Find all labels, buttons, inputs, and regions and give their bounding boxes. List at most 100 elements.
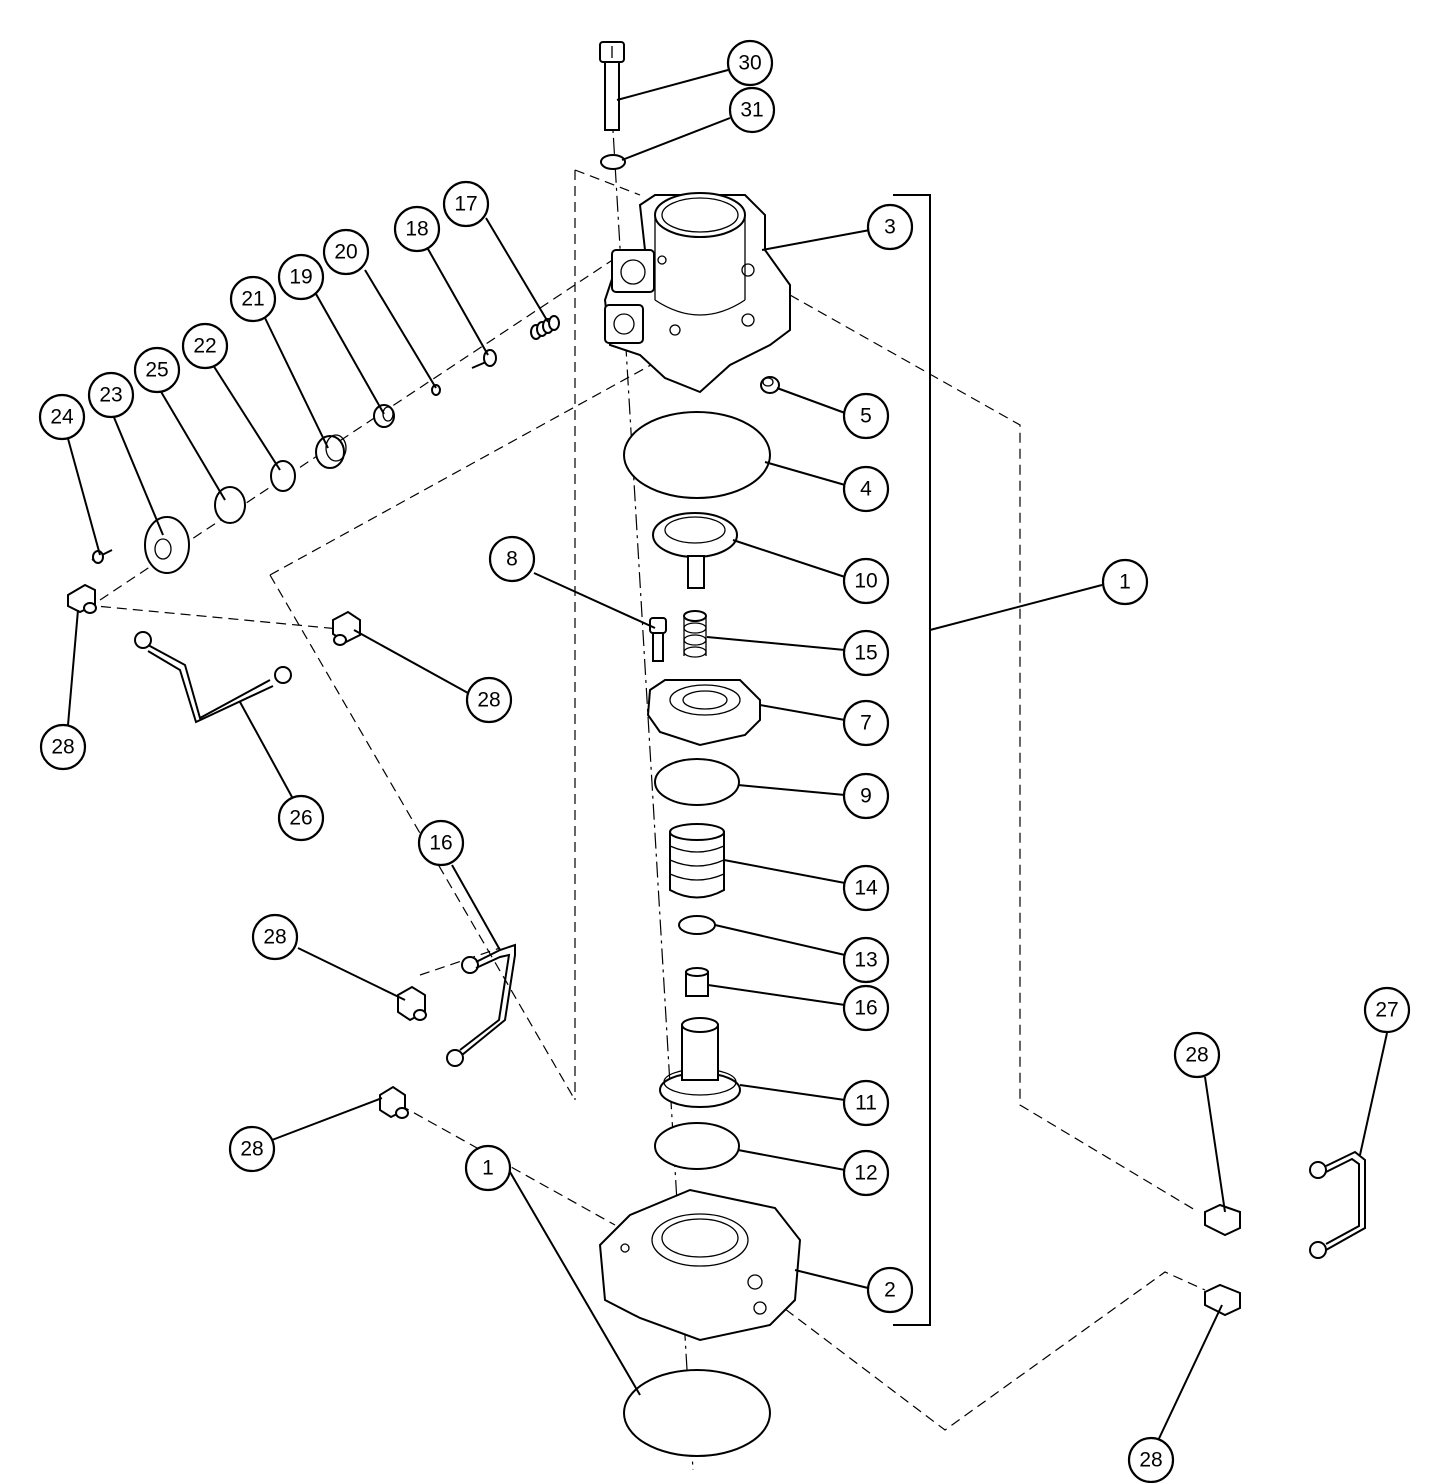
leader-lines bbox=[66, 69, 1388, 1448]
callout-28-d: 28 bbox=[1173, 1031, 1221, 1079]
callout-25: 25 bbox=[133, 346, 181, 394]
svg-text:5: 5 bbox=[860, 405, 872, 428]
callout-10: 10 bbox=[842, 557, 890, 605]
valve-plug-part-11 bbox=[659, 1017, 741, 1108]
o-ring-part-13 bbox=[678, 915, 716, 935]
lower-body-part-2 bbox=[598, 1188, 802, 1342]
svg-text:11: 11 bbox=[855, 1092, 877, 1115]
plug-part-5 bbox=[760, 376, 780, 394]
callout-19: 19 bbox=[277, 253, 325, 301]
svg-text:16: 16 bbox=[429, 832, 452, 855]
callout-28-a: 28 bbox=[465, 676, 513, 724]
svg-text:17: 17 bbox=[454, 193, 477, 216]
fitting-part-19 bbox=[373, 404, 395, 428]
callout-18: 18 bbox=[393, 205, 441, 253]
diaphragm-part-4 bbox=[623, 411, 771, 499]
o-ring-part-9 bbox=[654, 758, 740, 806]
cap-screw-part-30 bbox=[599, 41, 625, 131]
callout-26: 26 bbox=[277, 794, 325, 842]
svg-text:25: 25 bbox=[145, 359, 168, 382]
callout-14: 14 bbox=[842, 864, 890, 912]
elbow-fitting-left-low bbox=[379, 1085, 409, 1119]
svg-text:21: 21 bbox=[241, 288, 264, 311]
callout-1-top: 1 bbox=[1101, 558, 1149, 606]
callout-17: 17 bbox=[442, 180, 490, 228]
svg-text:28: 28 bbox=[1139, 1449, 1162, 1472]
svg-text:3: 3 bbox=[884, 216, 896, 239]
tube-part-26 bbox=[134, 631, 292, 724]
callout-8: 8 bbox=[488, 535, 536, 583]
elbow-fitting-right-mid bbox=[1204, 1203, 1241, 1237]
svg-text:23: 23 bbox=[99, 384, 122, 407]
pin-part-18 bbox=[471, 349, 497, 369]
piston-part-10 bbox=[652, 512, 738, 589]
svg-text:13: 13 bbox=[854, 949, 877, 972]
callout-20: 20 bbox=[322, 228, 370, 276]
svg-text:7: 7 bbox=[860, 712, 872, 735]
svg-text:28: 28 bbox=[477, 689, 500, 712]
spring-cage-part-7 bbox=[646, 679, 761, 747]
o-ring-part-20 bbox=[431, 384, 441, 396]
svg-text:27: 27 bbox=[1375, 999, 1398, 1022]
svg-text:18: 18 bbox=[405, 218, 428, 241]
screw-part-8 bbox=[649, 617, 667, 662]
svg-text:28: 28 bbox=[263, 926, 286, 949]
tube-part-27 bbox=[1309, 1150, 1366, 1259]
svg-text:12: 12 bbox=[854, 1162, 877, 1185]
elbow-fitting-right-upper bbox=[332, 610, 361, 646]
callout-12: 12 bbox=[842, 1149, 890, 1197]
svg-text:16: 16 bbox=[854, 997, 877, 1020]
svg-text:31: 31 bbox=[740, 99, 763, 122]
tube-part-16-fitting bbox=[446, 943, 516, 1067]
svg-text:8: 8 bbox=[506, 548, 518, 571]
svg-text:20: 20 bbox=[334, 241, 357, 264]
svg-text:2: 2 bbox=[884, 1279, 896, 1302]
elbow-fitting-left-mid bbox=[397, 985, 427, 1022]
callout-31: 31 bbox=[728, 86, 776, 134]
svg-text:22: 22 bbox=[193, 335, 216, 358]
svg-text:9: 9 bbox=[860, 785, 872, 808]
svg-text:14: 14 bbox=[854, 877, 878, 900]
svg-text:15: 15 bbox=[854, 642, 877, 665]
callout-22: 22 bbox=[181, 322, 229, 370]
callout-24: 24 bbox=[38, 393, 86, 441]
callout-16-a: 16 bbox=[417, 819, 465, 867]
callout-23: 23 bbox=[87, 371, 135, 419]
o-ring-part-22 bbox=[270, 460, 296, 492]
spring-part-17 bbox=[530, 315, 560, 340]
callout-4: 4 bbox=[842, 465, 890, 513]
callout-7: 7 bbox=[842, 699, 890, 747]
callout-15: 15 bbox=[842, 629, 890, 677]
svg-text:19: 19 bbox=[289, 266, 312, 289]
svg-text:10: 10 bbox=[854, 570, 877, 593]
svg-text:28: 28 bbox=[240, 1138, 263, 1161]
callout-9: 9 bbox=[842, 772, 890, 820]
bellows-part-14 bbox=[669, 823, 725, 899]
flange-part-23 bbox=[144, 516, 190, 574]
callouts: 30 31 3 17 18 20 19 21 22 25 23 24 5 4 1… bbox=[38, 39, 1411, 1483]
callout-21: 21 bbox=[229, 275, 277, 323]
callout-28-b: 28 bbox=[39, 723, 87, 771]
bushing-part-16 bbox=[685, 967, 709, 997]
callout-27: 27 bbox=[1363, 986, 1411, 1034]
gasket-bottom bbox=[623, 1369, 771, 1457]
callout-3: 3 bbox=[866, 203, 914, 251]
assembly-bracket bbox=[893, 194, 931, 1326]
svg-text:1: 1 bbox=[1119, 571, 1131, 594]
washer-part-31 bbox=[600, 154, 626, 170]
callout-28-f: 28 bbox=[1127, 1436, 1175, 1483]
svg-text:30: 30 bbox=[738, 52, 761, 75]
callout-1-bottom: 1 bbox=[464, 1144, 512, 1192]
callout-28-c: 28 bbox=[251, 913, 299, 961]
svg-text:28: 28 bbox=[51, 736, 74, 759]
spring-part-15 bbox=[683, 610, 707, 658]
svg-text:28: 28 bbox=[1185, 1044, 1208, 1067]
svg-text:24: 24 bbox=[50, 406, 74, 429]
elbow-fitting-left-upper bbox=[67, 583, 97, 614]
callout-30: 30 bbox=[726, 39, 774, 87]
callout-11: 11 bbox=[842, 1079, 890, 1127]
cap-part-21 bbox=[315, 434, 347, 469]
svg-text:1: 1 bbox=[482, 1157, 494, 1180]
upper-housing-part-3 bbox=[603, 192, 791, 394]
